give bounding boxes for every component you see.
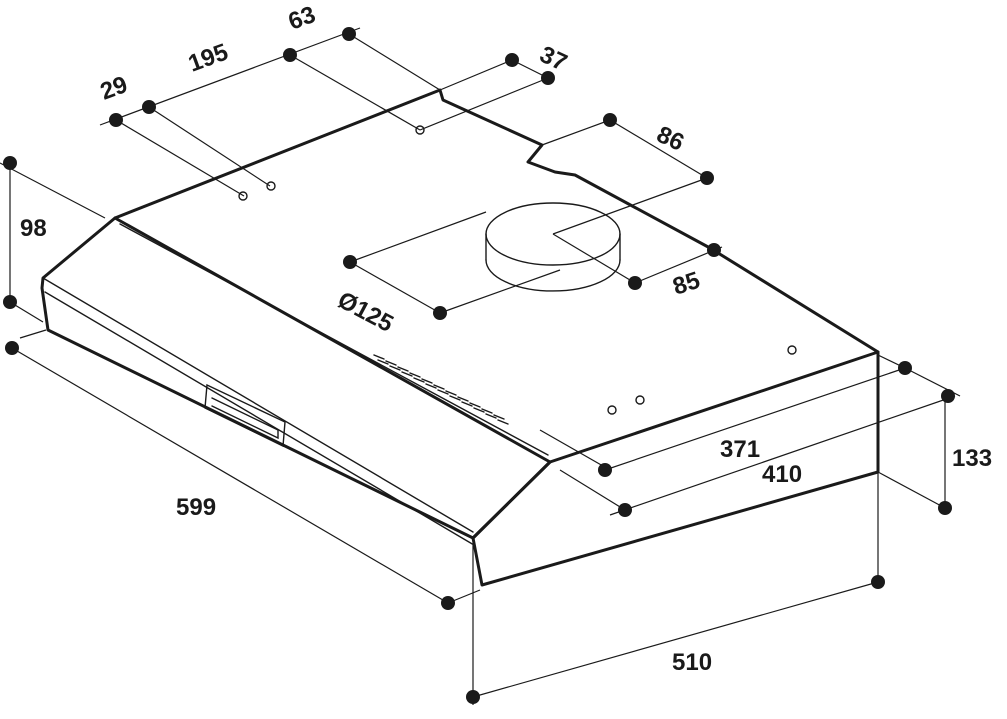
dimension-lines bbox=[0, 27, 961, 705]
vent-slots bbox=[373, 354, 509, 425]
dim-label-410: 410 bbox=[762, 461, 802, 488]
duct-collar bbox=[485, 202, 621, 292]
dim-label-98: 98 bbox=[20, 215, 47, 242]
hood-slope-edge bbox=[119, 223, 549, 456]
dim-label-29: 29 bbox=[97, 71, 131, 106]
mounting-holes bbox=[238, 125, 797, 415]
control-panel bbox=[204, 383, 286, 448]
dim-label-37: 37 bbox=[535, 41, 571, 77]
dim-label-599: 599 bbox=[176, 494, 216, 521]
dim-label-86: 86 bbox=[652, 121, 688, 157]
control-panel-inner bbox=[211, 397, 279, 440]
hood-front-face bbox=[40, 216, 552, 540]
dim-label-63: 63 bbox=[285, 1, 319, 36]
dim-label-125: Ø125 bbox=[333, 286, 398, 337]
dim-label-195: 195 bbox=[185, 39, 232, 78]
hood-lip-edge-lower bbox=[44, 291, 475, 546]
dim-label-85: 85 bbox=[670, 267, 704, 301]
hood-lip-edge bbox=[42, 277, 474, 533]
dim-label-510: 510 bbox=[672, 649, 712, 676]
dim-label-371: 371 bbox=[720, 436, 760, 463]
dimension-labels: 29 195 63 37 86 85 Ø125 98 599 371 410 1… bbox=[20, 1, 992, 676]
dimension-end-dots bbox=[3, 27, 955, 704]
hood-body bbox=[40, 88, 880, 587]
hood-top-plate bbox=[113, 88, 880, 464]
dim-label-133: 133 bbox=[952, 445, 992, 472]
hood-right-face bbox=[471, 350, 880, 587]
